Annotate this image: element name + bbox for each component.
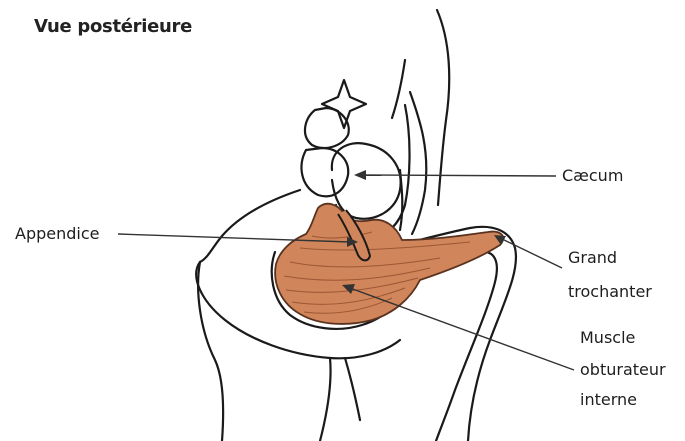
- label-muscle: Muscle: [580, 326, 635, 350]
- muscle-body: [275, 204, 503, 324]
- label-trochanter: trochanter: [568, 280, 652, 304]
- leader-obturateur: [350, 288, 574, 370]
- back-curve: [392, 60, 405, 118]
- label-grand: Grand: [568, 246, 617, 270]
- ischium-left: [198, 262, 223, 441]
- ischium-curve: [345, 358, 360, 420]
- label-obturateur: obturateur: [580, 358, 666, 382]
- leader-caecum: [362, 175, 556, 176]
- ilium-outline: [392, 105, 410, 228]
- label-appendice: Appendice: [15, 222, 99, 246]
- muscle-obturator-internus: [275, 204, 503, 324]
- arrow-caecum: [354, 170, 366, 180]
- vertebra-upper: [305, 108, 349, 148]
- label-interne: interne: [580, 388, 637, 412]
- sacral-star: [322, 80, 366, 128]
- spine-inner-outline: [410, 92, 426, 234]
- caecum-shape: [332, 143, 401, 219]
- ischium-right: [320, 358, 331, 441]
- vertebra-mid: [302, 148, 349, 196]
- label-caecum: Cæcum: [562, 164, 623, 188]
- ilium-inner: [400, 170, 402, 230]
- leader-trochanter: [500, 238, 562, 268]
